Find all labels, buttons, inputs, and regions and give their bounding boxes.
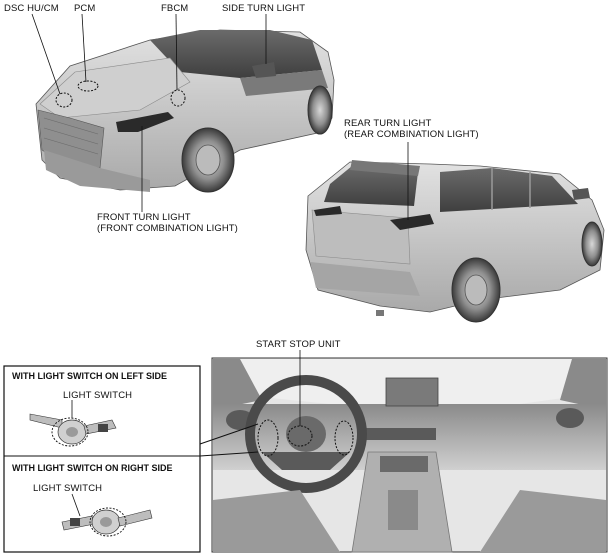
fbcm-marker: [170, 89, 186, 107]
label-side-turn-light: SIDE TURN LIGHT: [222, 3, 306, 14]
start-stop-unit-marker: [287, 425, 313, 447]
front-vehicle-illustration: [35, 29, 335, 193]
label-fbcm: FBCM: [161, 3, 189, 14]
leader-lines-front: [31, 13, 267, 212]
label-rear-combination-light: (REAR COMBINATION LIGHT): [344, 129, 479, 140]
label-start-stop-unit: START STOP UNIT: [256, 339, 341, 350]
inset-title-left-side: WITH LIGHT SWITCH ON LEFT SIDE: [12, 371, 167, 381]
light-switch-left-marker: [257, 419, 279, 457]
label-front-turn-light: FRONT TURN LIGHT: [97, 212, 191, 223]
label-dsc-hu-cm: DSC HU/CM: [4, 3, 59, 14]
rear-vehicle-illustration: [305, 160, 605, 323]
light-switch-left-drawing: [29, 413, 117, 447]
inset-label-light-switch-right: LIGHT SWITCH: [33, 483, 103, 494]
dsc-hu-cm-marker: [55, 92, 73, 108]
label-rear-turn-light: REAR TURN LIGHT: [344, 118, 432, 129]
inset-label-light-switch-left: LIGHT SWITCH: [63, 390, 133, 401]
pcm-marker: [77, 80, 99, 92]
light-switch-right-marker: [334, 420, 354, 456]
light-switch-right-drawing: [61, 507, 153, 537]
label-pcm: PCM: [74, 3, 96, 14]
interior-illustration: [211, 357, 608, 553]
label-front-combination-light: (FRONT COMBINATION LIGHT): [97, 223, 238, 234]
light-switch-inset: [3, 365, 259, 553]
inset-title-right-side: WITH LIGHT SWITCH ON RIGHT SIDE: [12, 463, 173, 473]
